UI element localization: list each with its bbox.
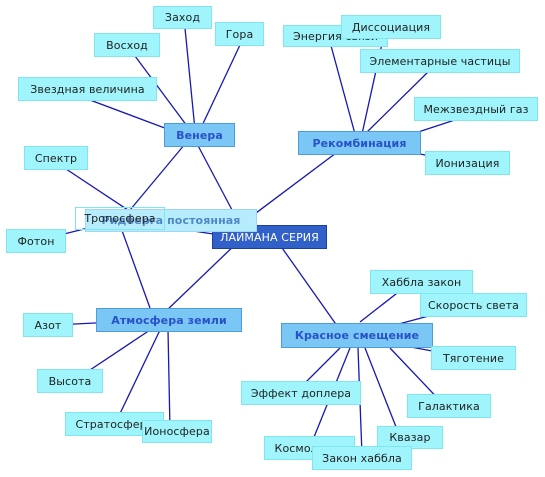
leaf-effekt-doplera[interactable]: Эффект доплера bbox=[241, 381, 361, 405]
leaf-khabbla-zakon[interactable]: Хаббла закон bbox=[370, 270, 473, 294]
leaf-voskhod[interactable]: Восход bbox=[94, 33, 160, 57]
leaf-zakon-khabbla[interactable]: Закон хаббла bbox=[312, 446, 412, 470]
leaf-galaktika[interactable]: Галактика bbox=[407, 394, 491, 418]
link-rekomb-energiya bbox=[329, 41, 356, 135]
leaf-zvezdnaya-velichina[interactable]: Звездная величина bbox=[18, 77, 157, 101]
branch-krasnoe-smeshchenie[interactable]: Красное смещение bbox=[281, 323, 433, 348]
link-root-atmosfera bbox=[164, 239, 241, 313]
link-rekomb-chastitsy bbox=[364, 69, 431, 135]
leaf-mezhzvezdny-gaz[interactable]: Межзвездный газ bbox=[414, 97, 538, 121]
link-venera-postoyannaya bbox=[129, 143, 186, 211]
leaf-vysota[interactable]: Высота bbox=[37, 369, 103, 393]
link-kr-kvazar bbox=[364, 347, 401, 438]
leaf-ionizatsiya[interactable]: Ионизация bbox=[425, 151, 510, 175]
branch-rekombinatsiya[interactable]: Рекомбинация bbox=[298, 131, 421, 155]
branch-venera[interactable]: Венера bbox=[164, 123, 235, 147]
leaf-foton[interactable]: Фотон bbox=[6, 229, 66, 253]
leaf-tyagotenie[interactable]: Тяготение bbox=[431, 346, 516, 370]
leaf-spektr[interactable]: Спектр bbox=[24, 146, 88, 170]
leaf-skorost-sveta[interactable]: Скорость света bbox=[420, 293, 527, 317]
link-venera-zvezdnaya bbox=[89, 99, 171, 131]
branch-atmosfera[interactable]: Атмосфера земли bbox=[96, 308, 242, 332]
link-venera-voskhod bbox=[134, 55, 191, 131]
link-atm-stratosfera bbox=[114, 329, 161, 425]
leaf-elementarnye-chastitsy[interactable]: Элементарные частицы bbox=[360, 49, 520, 73]
leaf-dissotsiatsiya[interactable]: Диссоциация bbox=[341, 15, 441, 39]
leaf-ionosfera[interactable]: Ионосфера bbox=[142, 420, 212, 443]
link-venera-zakhod bbox=[184, 27, 196, 131]
leaf-zakhod[interactable]: Заход bbox=[153, 6, 212, 29]
leaf-troposfera[interactable]: Тропосфера bbox=[75, 207, 165, 230]
leaf-azot[interactable]: Азот bbox=[23, 313, 73, 337]
link-atm-ionosfera bbox=[167, 329, 171, 431]
link-root-krasnoe bbox=[279, 244, 341, 331]
link-venera-gora bbox=[199, 44, 241, 131]
branch-postoyannaya[interactable]: Ридберга постоянная bbox=[85, 209, 257, 232]
leaf-gora[interactable]: Гора bbox=[215, 22, 264, 46]
link-rekomb-dissotsiatsiya bbox=[361, 29, 386, 135]
link-atm-troposfera bbox=[119, 224, 151, 309]
